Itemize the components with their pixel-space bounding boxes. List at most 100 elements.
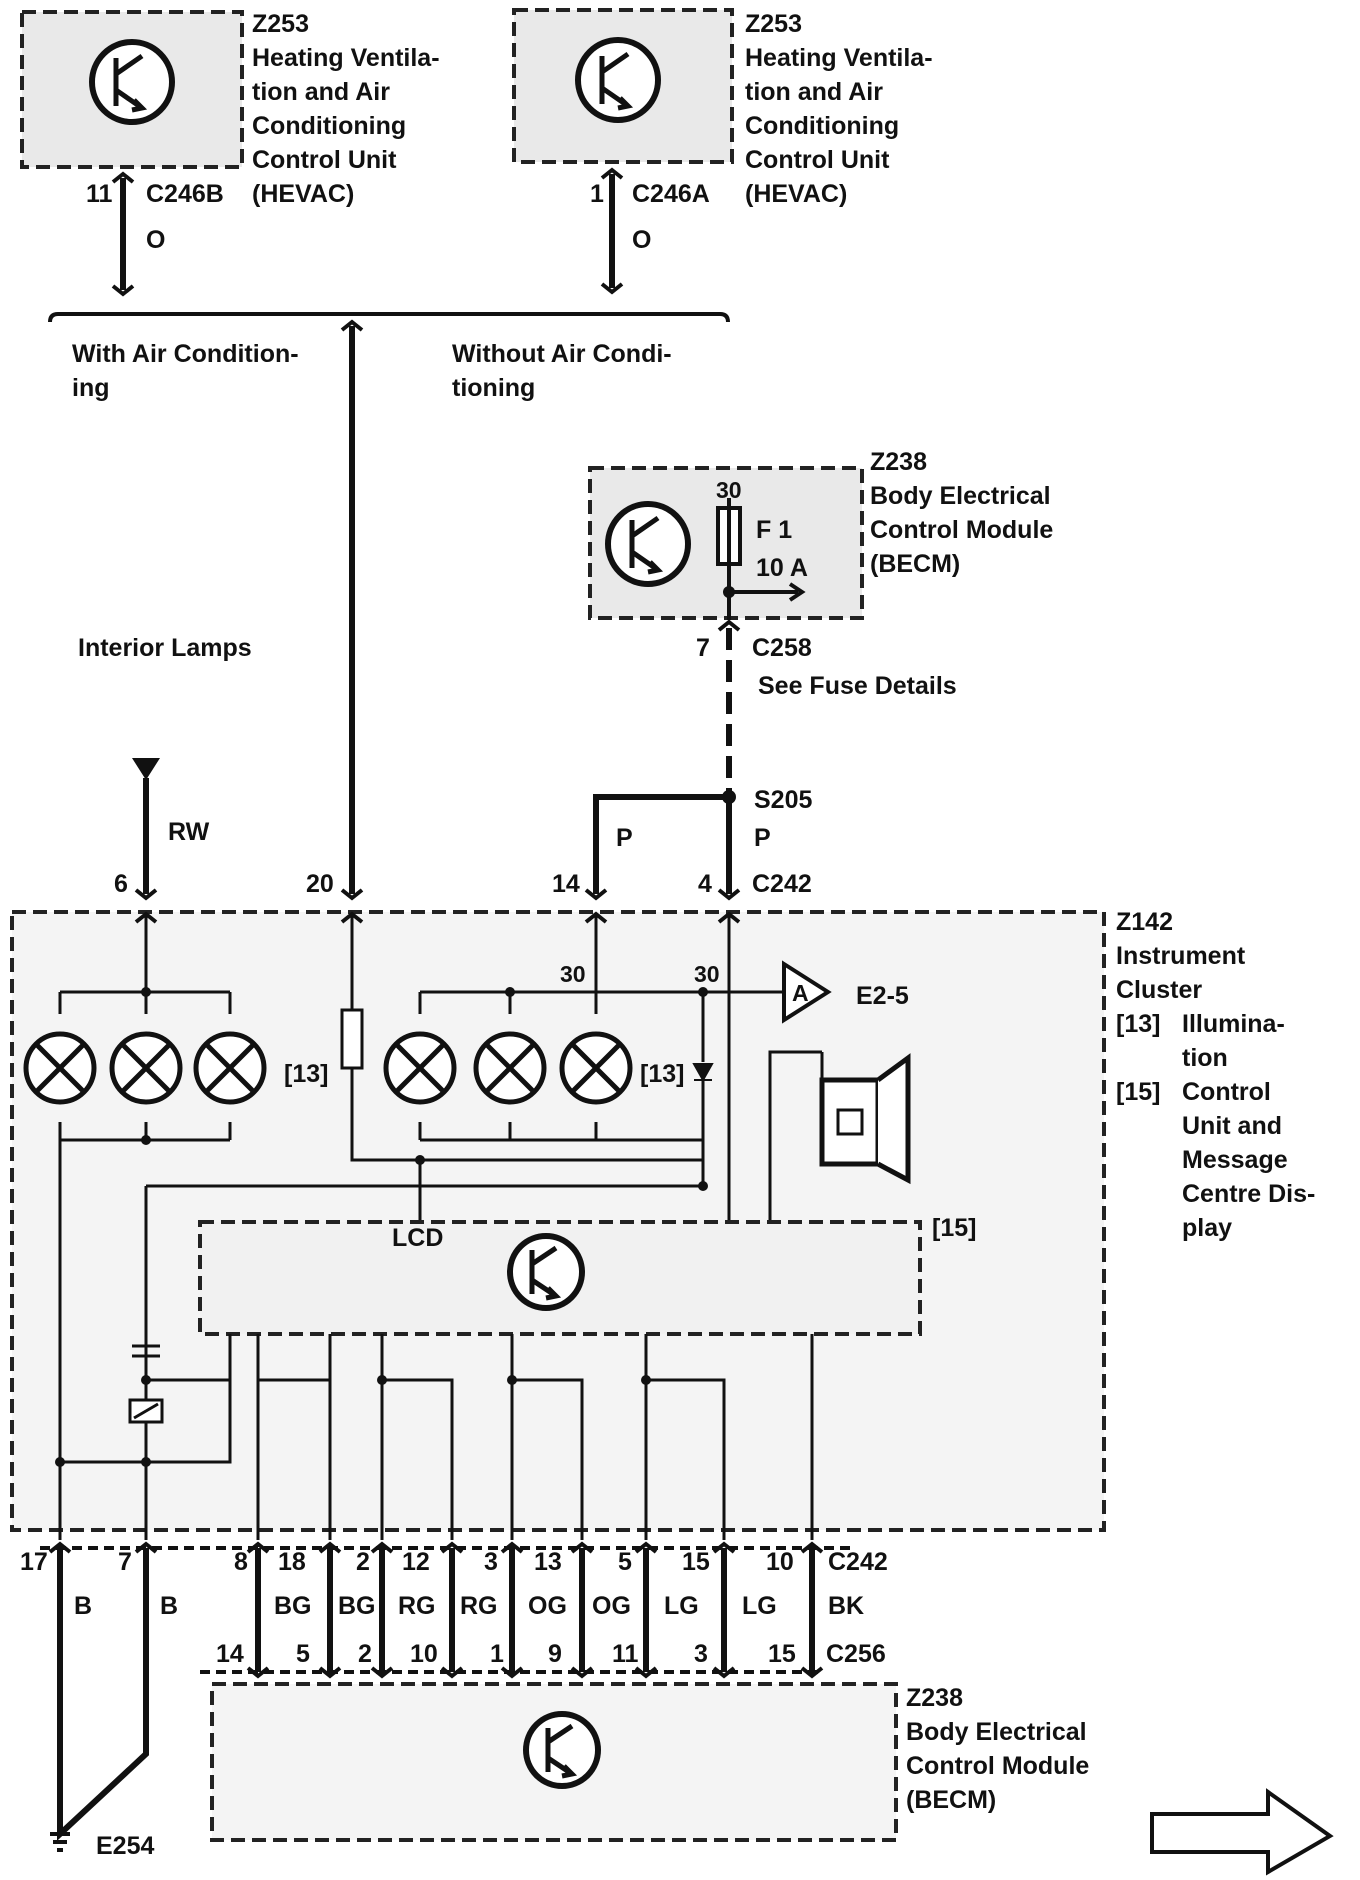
c242-pin-12: 12 [402,1548,430,1576]
becm-top-transistor-icon [605,501,691,587]
becm-top-connector: C258 [752,634,812,662]
illumination-lamp-5-icon [473,1031,547,1105]
legend-15-line-3: Message [1182,1146,1288,1174]
hevac-b-transistor-icon [89,39,175,125]
next-page-arrow-icon[interactable] [1150,1788,1334,1876]
hevac-b-pin: 11 [86,180,113,208]
c242-pin-18: 18 [278,1548,306,1576]
option-bracket [48,312,730,323]
legend-15-line-1: Control [1182,1078,1271,1106]
c242-top-connector: C242 [752,870,812,898]
wire-color-3: BG [274,1592,312,1620]
c256-pin-1: 1 [490,1640,504,1668]
legend-13-ref: [13] [1116,1010,1160,1038]
becm-top-module: 30 F 1 10 A Z238 Body Electrical Control… [588,448,1053,700]
wire-color-10: LG [742,1592,777,1620]
offpage-connector-icon [782,960,832,1024]
illumination-lamp-4-icon [383,1031,457,1105]
splice-name: S205 [754,786,812,814]
c256-pin-14: 14 [216,1640,244,1668]
becm-bottom-module: Z238 Body Electrical Control Module (BEC… [210,1682,1089,1842]
rw-wire-color: RW [168,818,210,846]
c256-pin-11: 11 [612,1640,639,1668]
ground-wires [57,1548,149,1841]
wire-color-2: B [160,1592,178,1620]
hevac-b-name-4: Control Unit [252,146,397,174]
c256-connector: C256 [826,1640,886,1668]
wire-color-7: OG [528,1592,567,1620]
c256-pin-9: 9 [548,1640,562,1668]
cluster-name-2: Cluster [1116,976,1202,1004]
c242-pin-15: 15 [682,1548,710,1576]
hevac-a-module: Z253 Heating Ventila- tion and Air Condi… [512,8,933,295]
see-fuse-details: See Fuse Details [758,672,957,700]
fuse-pin: 30 [716,477,742,503]
becm-top-pin: 7 [696,634,710,662]
hevac-b-name-5: (HEVAC) [252,180,354,208]
illumination-lamp-3-icon [193,1031,267,1105]
hevac-a-transistor-icon [575,37,661,123]
hevac-a-name-2: tion and Air [745,78,883,106]
control-unit-ref: [15] [932,1214,976,1242]
legend-15-line-2: Unit and [1182,1112,1282,1140]
with-ac-label-1: With Air Condition- [72,340,299,368]
hevac-a-name-4: Control Unit [745,146,890,174]
c242-bottom-connector: C242 [828,1548,888,1576]
hevac-a-name-3: Conditioning [745,112,899,140]
wire-color-6: RG [460,1592,498,1620]
becm-bottom-name-1: Body Electrical [906,1718,1087,1746]
wire-color-1: B [74,1592,92,1620]
control-unit-transistor-icon [507,1233,585,1311]
ground-label: E254 [96,1832,154,1860]
bottom-harness: 17 7 8 18 2 12 3 13 5 15 10 C242 B B BG … [20,1541,888,1860]
hevac-b-code: Z253 [252,10,309,38]
hevac-b-wire-color: O [146,226,165,254]
legend-15-line-4: Centre Dis- [1182,1180,1315,1208]
offpage-ref: E2-5 [856,982,909,1010]
c242-pin-2: 2 [356,1548,370,1576]
hevac-b-name-2: tion and Air [252,78,390,106]
wire-color-4: BG [338,1592,376,1620]
wire-color-5: RG [398,1592,436,1620]
c242-top-pin-20: 20 [306,870,334,898]
hevac-a-wire-color: O [632,226,651,254]
with-ac-label-2: ing [72,374,110,402]
instrument-cluster: [13] [13] 30 30 A E2-5 LCD [15] [10,910,1106,1540]
harness-wires [255,1548,815,1672]
cluster-name-1: Instrument [1116,942,1246,970]
c256-pin-5: 5 [296,1640,310,1668]
c242-pin-5: 5 [618,1548,632,1576]
illumination-lamp-1-icon [23,1031,97,1105]
c242-top-pin-14: 14 [552,870,580,898]
diode-icon [692,1063,714,1083]
splice-wire-right: P [754,824,771,852]
capacitor-icon [132,1344,160,1400]
c256-pin-2: 2 [358,1640,372,1668]
without-ac-label-2: tioning [452,374,535,402]
c242-pin-7: 7 [118,1548,132,1576]
hevac-a-name-1: Heating Ventila- [745,44,933,72]
hevac-a-pin: 1 [590,180,604,208]
c242-top-pin-4: 4 [698,870,712,898]
becm-top-name-2: Control Module [870,516,1053,544]
becm-bottom-name-3: (BECM) [906,1786,996,1814]
resistor-icon [340,1008,364,1070]
lcd-label: LCD [392,1224,443,1252]
buzzer-icon [819,1053,911,1185]
wire-color-11: BK [828,1592,864,1620]
becm-bottom-code: Z238 [906,1684,963,1712]
lamp-ref-left: [13] [284,1060,328,1088]
c242-pin-10: 10 [766,1548,794,1576]
offpage-letter: A [792,980,809,1006]
legend-13-line-2: tion [1182,1044,1228,1072]
hevac-a-name-5: (HEVAC) [745,180,847,208]
splice-branch-wire [593,794,729,894]
hevac-b-connector: C246B [146,180,224,208]
c242-top-pin-6: 6 [114,870,128,898]
fuse-name: F 1 [756,516,792,544]
becm-top-code: Z238 [870,448,927,476]
hevac-b-module: Z253 Heating Ventila- tion and Air Condi… [20,10,440,297]
legend-15-ref: [15] [1116,1078,1160,1106]
c242-pin-13: 13 [534,1548,562,1576]
